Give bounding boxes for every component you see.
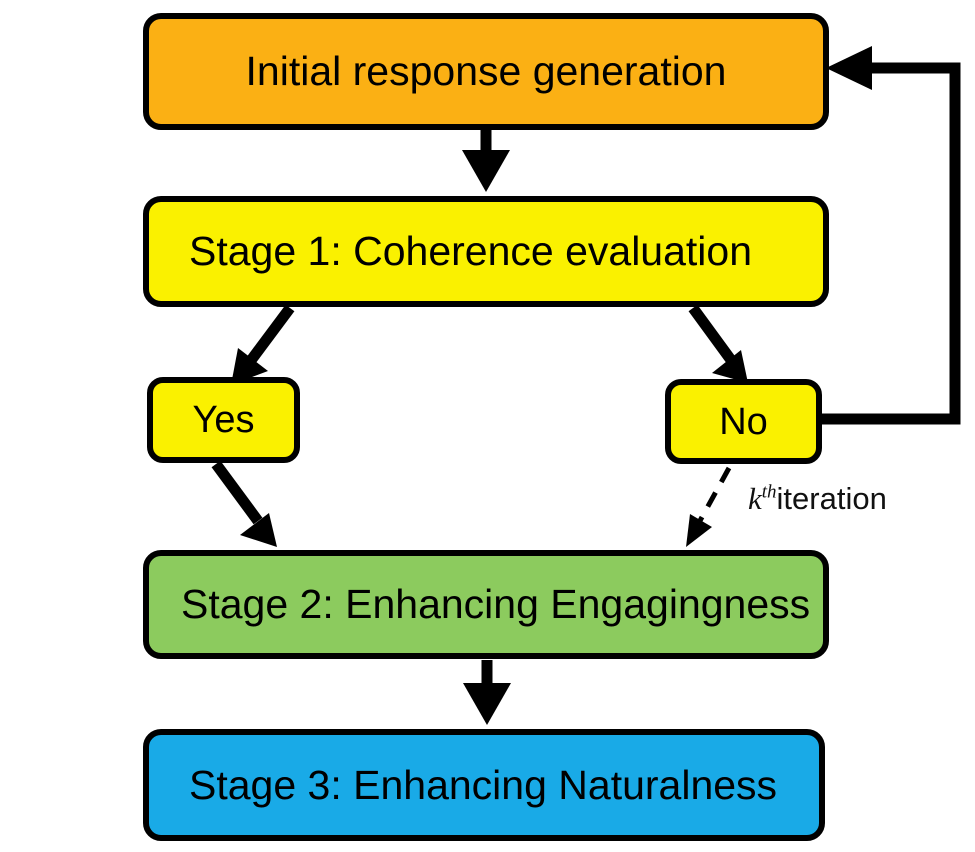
node-no-label: No (719, 400, 768, 443)
node-stage2-enhancing-engagingness[interactable]: Stage 2: Enhancing Engagingness (143, 550, 829, 659)
node-stage1-coherence-evaluation[interactable]: Stage 1: Coherence evaluation (143, 196, 829, 307)
edge-stage1-to-no (688, 304, 748, 383)
edge-stage2-to-stage3 (463, 660, 511, 725)
node-stage2-label: Stage 2: Enhancing Engagingness (181, 581, 811, 627)
node-stage1-label: Stage 1: Coherence evaluation (189, 228, 753, 274)
edge-yes-to-stage2 (211, 460, 277, 547)
node-initial-response-generation[interactable]: Initial response generation (143, 13, 829, 130)
node-yes-label: Yes (192, 399, 255, 441)
edge-initial-to-stage1 (462, 130, 510, 192)
node-stage3-label: Stage 3: Enhancing Naturalness (189, 761, 778, 808)
node-stage3-enhancing-naturalness[interactable]: Stage 3: Enhancing Naturalness (143, 729, 825, 841)
node-decision-no[interactable]: No (665, 379, 822, 464)
edge-no-to-stage2-dashed (686, 466, 732, 547)
iteration-ordinal-suffix: th (761, 481, 777, 503)
edge-stage1-to-yes (231, 304, 295, 385)
iteration-variable: k (748, 481, 762, 516)
iteration-word: iteration (776, 481, 887, 516)
node-decision-yes[interactable]: Yes (147, 377, 300, 463)
node-initial-label: Initial response generation (245, 48, 727, 94)
edge-label-kth-iteration: kthiteration (748, 481, 887, 517)
edge-no-to-initial-feedback (822, 46, 961, 425)
